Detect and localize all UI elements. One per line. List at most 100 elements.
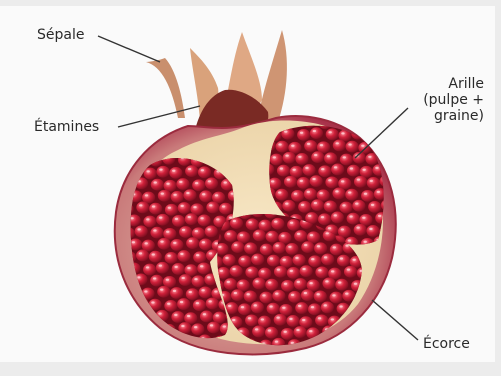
aril-highlight bbox=[345, 293, 348, 295]
aril-seed bbox=[231, 241, 244, 253]
aril-highlight bbox=[370, 132, 373, 134]
aril-highlight bbox=[261, 318, 264, 320]
aril-highlight bbox=[203, 313, 206, 315]
aril-seed bbox=[354, 224, 367, 236]
aril-seed bbox=[199, 238, 212, 250]
aril-highlight bbox=[241, 306, 244, 308]
aril-seed bbox=[150, 275, 163, 287]
aril-highlight bbox=[278, 191, 281, 193]
aril-highlight bbox=[334, 214, 337, 216]
aril-seed bbox=[304, 140, 317, 152]
aril-highlight bbox=[153, 325, 156, 327]
aril-seed bbox=[172, 215, 185, 227]
aril-highlight bbox=[248, 221, 251, 223]
aril-highlight bbox=[331, 318, 334, 320]
aril-highlight bbox=[182, 229, 185, 231]
aril-highlight bbox=[314, 202, 317, 204]
aril-highlight bbox=[189, 291, 192, 293]
aril-highlight bbox=[276, 317, 279, 319]
aril-seed bbox=[344, 117, 357, 129]
aril-seed bbox=[318, 213, 331, 225]
aril-seed bbox=[165, 204, 178, 216]
aril-highlight bbox=[336, 142, 339, 144]
aril-seed bbox=[321, 254, 334, 266]
aril-seed bbox=[185, 165, 198, 177]
aril-seed bbox=[143, 216, 156, 228]
aril-highlight bbox=[309, 282, 312, 284]
aril-seed bbox=[351, 328, 364, 340]
aril-highlight bbox=[209, 204, 212, 206]
aril-highlight bbox=[353, 259, 356, 261]
aril-highlight bbox=[361, 145, 364, 147]
aril-highlight bbox=[304, 244, 307, 246]
aril-seed bbox=[170, 287, 183, 299]
aril-highlight bbox=[317, 293, 320, 295]
aril-seed bbox=[238, 255, 251, 267]
aril-seed bbox=[179, 274, 192, 286]
aril-highlight bbox=[288, 246, 291, 248]
aril-highlight bbox=[269, 305, 272, 307]
aril-seed bbox=[303, 164, 316, 176]
aril-seed bbox=[366, 225, 379, 237]
aril-highlight bbox=[268, 281, 271, 283]
aril-seed bbox=[186, 237, 199, 249]
aril-highlight bbox=[361, 342, 364, 344]
aril-seed bbox=[272, 290, 285, 302]
aril-seed bbox=[156, 166, 169, 178]
aril-highlight bbox=[307, 143, 310, 145]
aril-seed bbox=[308, 303, 321, 315]
aril-highlight bbox=[342, 204, 345, 206]
aril-highlight bbox=[255, 280, 258, 282]
leader-line-arille bbox=[355, 108, 408, 158]
aril-seed bbox=[191, 323, 204, 335]
aril-seed bbox=[297, 129, 310, 141]
aril-seed bbox=[156, 214, 169, 226]
aril-highlight bbox=[215, 194, 218, 196]
aril-highlight bbox=[132, 241, 135, 243]
aril-seed bbox=[252, 326, 265, 338]
leader-line-etamines bbox=[118, 106, 200, 127]
aril-highlight bbox=[154, 181, 157, 183]
aril-highlight bbox=[327, 155, 330, 157]
aril-seed bbox=[275, 189, 288, 201]
aril-highlight bbox=[364, 241, 367, 243]
aril-highlight bbox=[189, 240, 192, 242]
aril-highlight bbox=[220, 270, 223, 272]
aril-highlight bbox=[341, 228, 344, 230]
aril-highlight bbox=[331, 270, 334, 272]
aril-highlight bbox=[195, 230, 198, 232]
aril-highlight bbox=[289, 318, 292, 320]
aril-highlight bbox=[327, 203, 330, 205]
aril-highlight bbox=[159, 265, 162, 267]
aril-highlight bbox=[227, 281, 230, 283]
aril-seed bbox=[157, 334, 170, 346]
aril-highlight bbox=[284, 130, 287, 132]
aril-highlight bbox=[298, 156, 301, 158]
sepal-left bbox=[146, 58, 185, 118]
aril-seed bbox=[288, 291, 301, 303]
aril-seed bbox=[314, 290, 327, 302]
aril-seed bbox=[294, 326, 307, 338]
aril-seed bbox=[274, 314, 287, 326]
aril-seed bbox=[230, 217, 243, 229]
aril-seed bbox=[205, 226, 218, 238]
aril-highlight bbox=[334, 166, 337, 168]
aril-seed bbox=[295, 153, 308, 165]
aril-seed bbox=[251, 254, 264, 266]
aril-highlight bbox=[349, 215, 352, 217]
aril-highlight bbox=[137, 228, 140, 230]
aril-highlight bbox=[209, 252, 212, 254]
aril-highlight bbox=[297, 233, 300, 235]
aril-highlight bbox=[321, 168, 324, 170]
aril-seed bbox=[223, 254, 236, 266]
aril-highlight bbox=[194, 326, 197, 328]
aril-seed bbox=[291, 190, 304, 202]
aril-highlight bbox=[194, 278, 197, 280]
aril-highlight bbox=[223, 325, 226, 327]
aril-seed bbox=[186, 288, 199, 300]
aril-highlight bbox=[320, 144, 323, 146]
aril-highlight bbox=[153, 277, 156, 279]
label-sepale: Sépale bbox=[37, 27, 84, 43]
aril-highlight bbox=[261, 270, 264, 272]
